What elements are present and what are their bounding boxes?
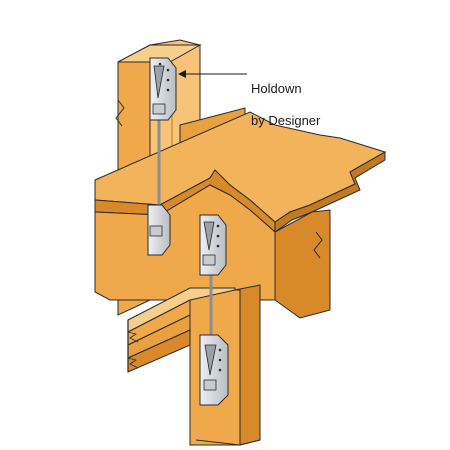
floor-sheathing [94,111,387,234]
callout-label: Holdown by Designer [251,65,320,129]
holdown-upper [149,57,177,121]
floor-joist [94,184,331,319]
holdown-middle [147,204,227,276]
callout-line-2: by Designer [251,113,321,128]
callout-line-1: Holdown [251,81,302,96]
callout-leader [178,70,247,78]
holdown-lower [199,334,229,406]
